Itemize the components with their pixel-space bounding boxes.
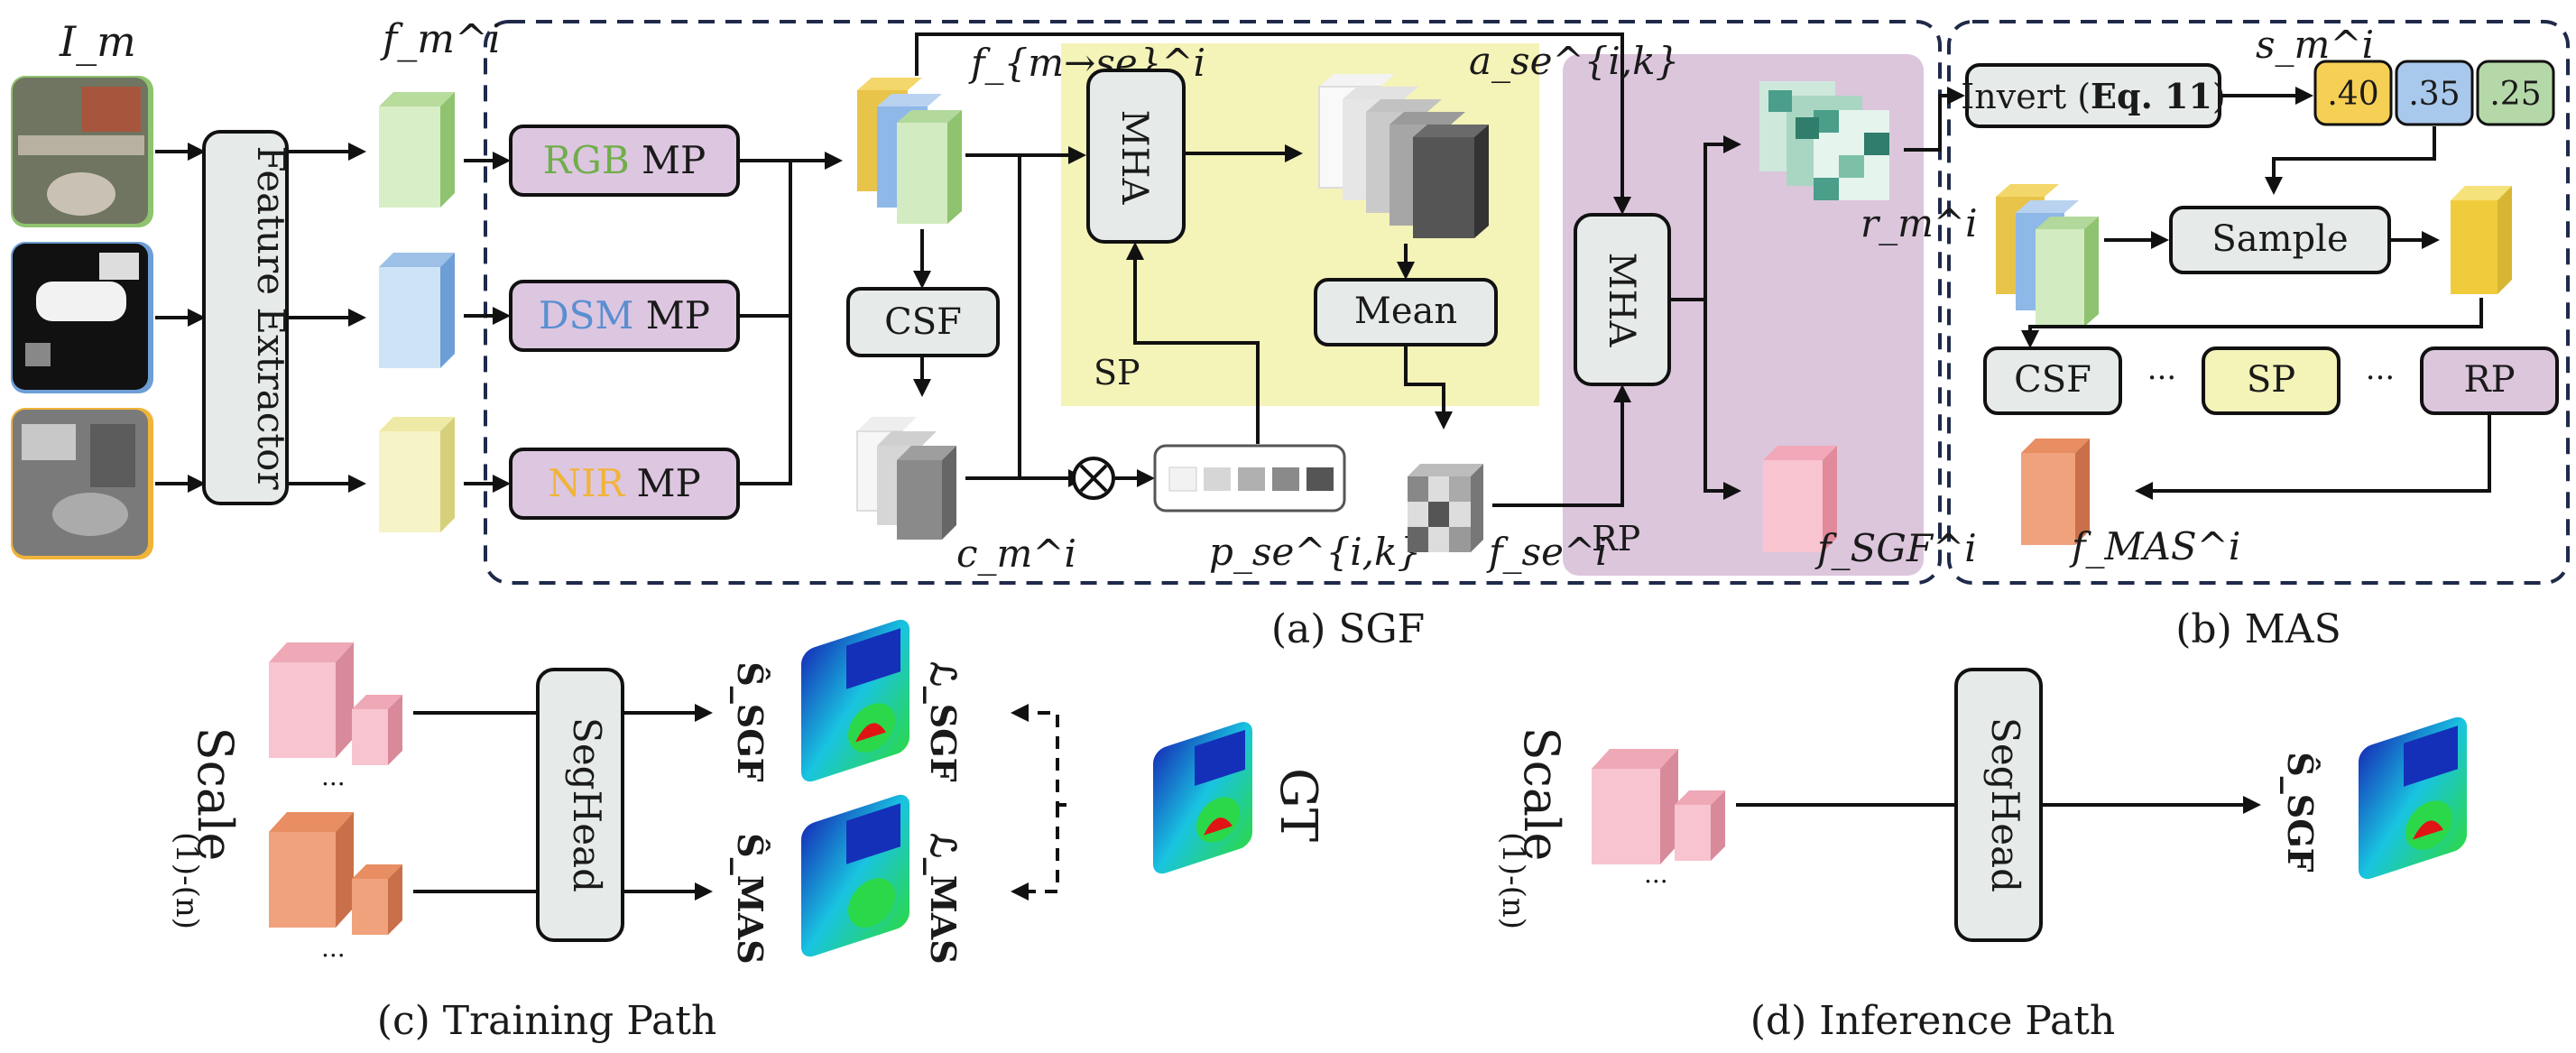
rgb-feature-cube bbox=[379, 92, 455, 208]
nir-mp-label: NIR MP bbox=[548, 461, 701, 505]
infer-scale-label: Scale bbox=[1513, 727, 1570, 862]
channel-features bbox=[856, 417, 956, 540]
train-seghead-box bbox=[536, 668, 624, 942]
se-feature bbox=[1408, 464, 1483, 552]
channel-features-label: c_m^i bbox=[956, 531, 1076, 576]
sp-region-label: SP bbox=[1094, 353, 1140, 393]
sgf-output-label: f_SGF^i bbox=[1814, 526, 1977, 570]
sample-box bbox=[2169, 206, 2391, 274]
mas-output-cube bbox=[2021, 439, 2090, 545]
mas-ellipsis-2: ··· bbox=[2366, 360, 2395, 396]
rp-mha-label: MHA bbox=[1601, 253, 1642, 348]
sp-mha-label: MHA bbox=[1113, 110, 1155, 206]
train-dots-2: ... bbox=[321, 933, 346, 963]
input-image-rgb bbox=[11, 76, 153, 227]
nir-feature-cube bbox=[379, 417, 455, 532]
train-s-mas-label: Ŝ_MAS bbox=[730, 833, 771, 964]
csf-label: CSF bbox=[884, 301, 962, 343]
score-box-1 bbox=[2313, 60, 2393, 126]
rgb-mp-box bbox=[509, 125, 740, 197]
mean-label: Mean bbox=[1354, 291, 1457, 332]
sample-label: Sample bbox=[2211, 218, 2348, 260]
sampled-feature bbox=[2451, 186, 2512, 294]
mas-csf-label: CSF bbox=[2014, 359, 2091, 401]
train-loss-sgf-label: ℒ_SGF bbox=[923, 661, 964, 781]
dsm-mp-box bbox=[509, 280, 740, 352]
input-image-dsm bbox=[11, 242, 153, 393]
sgf-frame bbox=[484, 20, 1942, 585]
ground-truth-segmap bbox=[1153, 722, 1252, 874]
csf-box bbox=[846, 287, 1000, 357]
mas-rp-label: RP bbox=[2463, 359, 2515, 401]
mas-csf-box bbox=[1983, 346, 2122, 415]
rp-mha-box bbox=[1574, 213, 1671, 386]
nir-mp-box bbox=[509, 448, 740, 520]
invert-box bbox=[1965, 63, 2221, 128]
train-mas-features bbox=[269, 812, 402, 935]
feature-map-label: f_m^i bbox=[380, 16, 501, 62]
mas-sp-label: SP bbox=[2247, 359, 2295, 401]
train-s-sgf-label: Ŝ_SGF bbox=[730, 661, 771, 781]
dsm-feature-cube bbox=[379, 253, 455, 368]
score-1: .40 bbox=[2327, 76, 2378, 113]
score-box-3 bbox=[2476, 60, 2555, 126]
mas-output-label: f_MAS^i bbox=[2069, 524, 2240, 568]
mean-box bbox=[1314, 278, 1498, 346]
probabilities-label: p_se^{i,k} bbox=[1209, 530, 1421, 574]
rp-region-label: RP bbox=[1592, 519, 1640, 559]
caption-c: (c) Training Path bbox=[377, 998, 716, 1044]
sgf-output-cube bbox=[1763, 446, 1837, 552]
probability-vector bbox=[1153, 444, 1346, 513]
region-map-label: r_m^i bbox=[1860, 201, 1978, 245]
train-scale-range: (1)-(n) bbox=[169, 832, 205, 929]
gt-label: GT bbox=[1269, 768, 1327, 842]
score-2: .35 bbox=[2408, 76, 2460, 113]
attention-maps-label: a_se^{i,k} bbox=[1469, 39, 1679, 83]
train-mas-segmap bbox=[801, 794, 909, 957]
mas-rp-box bbox=[2420, 346, 2559, 415]
train-loss-mas-label: ℒ_MAS bbox=[923, 833, 964, 964]
input-images-label: I_m bbox=[59, 17, 136, 66]
infer-scale-range: (1)-(n) bbox=[1495, 832, 1531, 929]
attention-maps bbox=[1318, 74, 1489, 238]
feature-extractor-label: Feature Extractor bbox=[249, 145, 293, 490]
infer-s-sgf-label: Ŝ_SGF bbox=[2280, 752, 2321, 872]
infer-sgf-segmap bbox=[2359, 716, 2467, 880]
infer-features bbox=[1592, 749, 1725, 864]
train-dots-1: ... bbox=[321, 762, 346, 791]
score-box-2 bbox=[2395, 60, 2474, 126]
mas-ellipsis-1: ··· bbox=[2147, 360, 2176, 396]
stacked-features bbox=[857, 78, 962, 224]
region-map bbox=[1759, 81, 1889, 200]
mas-frame bbox=[1947, 20, 2570, 585]
mas-stacked-features bbox=[1996, 184, 2099, 327]
train-sgf-segmap bbox=[801, 619, 909, 782]
score-3: .25 bbox=[2489, 76, 2541, 113]
caption-a: (a) SGF bbox=[1271, 606, 1425, 652]
infer-seghead-box bbox=[1954, 668, 2043, 942]
se-feature-label: f_se^i bbox=[1486, 530, 1608, 574]
train-sgf-features bbox=[269, 642, 402, 765]
invert-label: Invert (Eq. 11) bbox=[1961, 76, 2225, 116]
infer-dots: ... bbox=[1644, 859, 1668, 889]
infer-seghead-label: SegHead bbox=[1983, 717, 2027, 892]
caption-b: (b) MAS bbox=[2175, 606, 2341, 652]
train-seghead-label: SegHead bbox=[565, 717, 609, 892]
input-image-nir bbox=[11, 408, 153, 559]
mas-sp-box bbox=[2202, 346, 2341, 415]
train-scale-label: Scale bbox=[187, 727, 244, 862]
dsm-mp-label: DSM MP bbox=[539, 293, 710, 337]
caption-d: (d) Inference Path bbox=[1750, 998, 2116, 1044]
scores-label: s_m^i bbox=[2256, 23, 2374, 67]
rgb-mp-label: RGB MP bbox=[543, 138, 706, 182]
